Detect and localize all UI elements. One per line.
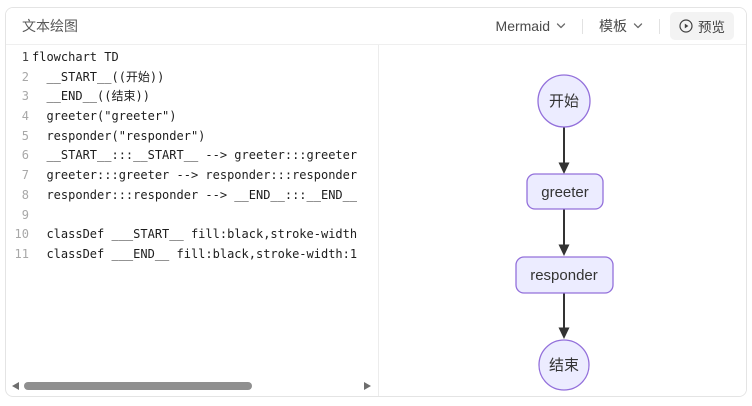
chevron-down-icon	[633, 21, 643, 31]
code-line[interactable]: 9	[6, 206, 378, 226]
diagram-type-dropdown-label: Mermaid	[495, 18, 550, 34]
node-end-label: 结束	[549, 357, 579, 374]
code-text: __START__:::__START__ --> greeter:::gree…	[32, 148, 358, 163]
code-line[interactable]: 2 __START__((开始))	[6, 68, 378, 88]
line-number: 6	[21, 148, 29, 163]
line-number: 8	[21, 187, 29, 202]
node-responder[interactable]: responder	[515, 256, 614, 294]
toolbar-divider	[659, 18, 660, 34]
diagram-type-dropdown[interactable]: Mermaid	[490, 14, 572, 38]
code-text: greeter:::greeter --> responder:::respon…	[32, 168, 358, 183]
code-text: __START__((开始))	[32, 69, 165, 84]
scrollbar-thumb[interactable]	[24, 382, 252, 390]
node-start[interactable]: 开始	[537, 74, 591, 128]
line-number: 1	[21, 50, 29, 64]
line-number: 4	[21, 109, 29, 124]
code-text: classDef ___START__ fill:black,stroke-wi…	[32, 227, 358, 242]
line-number: 9	[21, 207, 29, 222]
page-title: 文本绘图	[22, 18, 78, 34]
line-number: 7	[21, 168, 29, 183]
header-toolbar: Mermaid 模板 预览	[490, 12, 734, 40]
preview-button-label: 预览	[698, 20, 725, 35]
line-number: 11	[14, 246, 29, 261]
code-line[interactable]: 11 classDef ___END__ fill:black,stroke-w…	[6, 245, 378, 265]
line-number: 5	[21, 128, 29, 143]
code-line[interactable]: 10 classDef ___START__ fill:black,stroke…	[6, 225, 378, 245]
node-greeter[interactable]: greeter	[526, 173, 604, 210]
node-start-label: 开始	[549, 93, 579, 110]
toolbar-divider	[582, 18, 583, 34]
scrollbar-right-arrow-icon[interactable]	[364, 382, 371, 390]
template-dropdown-label: 模板	[599, 18, 627, 34]
code-line[interactable]: 8 responder:::responder --> __END__:::__…	[6, 186, 378, 206]
header: 文本绘图 Mermaid 模板	[6, 8, 746, 45]
chevron-down-icon	[556, 21, 566, 31]
play-circle-icon	[679, 19, 693, 33]
line-number: 10	[14, 227, 29, 242]
code-text: responder("responder")	[32, 128, 206, 143]
code-text: greeter("greeter")	[32, 109, 177, 124]
line-number: 3	[21, 89, 29, 104]
code-text: flowchart TD	[32, 50, 119, 64]
code-text: classDef ___END__ fill:black,stroke-widt…	[32, 246, 358, 261]
code-text: responder:::responder --> __END__:::__EN…	[32, 187, 358, 202]
node-greeter-label: greeter	[541, 184, 589, 201]
node-end[interactable]: 结束	[538, 339, 590, 391]
diagram-preview: 开始 greeter responder 结束	[379, 45, 746, 396]
edge-start-to-greeter	[558, 127, 570, 174]
line-number: 2	[21, 69, 29, 84]
flowchart-svg: 开始 greeter responder 结束	[515, 74, 614, 391]
code-line[interactable]: 4 greeter("greeter")	[6, 107, 378, 127]
code-text: __END__((结束))	[32, 89, 150, 104]
code-line[interactable]: 6 __START__:::__START__ --> greeter:::gr…	[6, 146, 378, 166]
code-line[interactable]: 3 __END__((结束))	[6, 87, 378, 107]
scrollbar-left-arrow-icon[interactable]	[12, 382, 19, 390]
edge-greeter-to-responder	[558, 209, 570, 256]
edge-responder-to-end	[558, 293, 570, 339]
horizontal-scrollbar[interactable]	[6, 381, 378, 391]
node-responder-label: responder	[530, 267, 598, 284]
preview-button[interactable]: 预览	[670, 12, 734, 40]
code-line[interactable]: 5 responder("responder")	[6, 127, 378, 147]
template-dropdown[interactable]: 模板	[593, 12, 649, 40]
diagram-app-window: 文本绘图 Mermaid 模板	[5, 7, 747, 397]
code-line[interactable]: 7 greeter:::greeter --> responder:::resp…	[6, 166, 378, 186]
